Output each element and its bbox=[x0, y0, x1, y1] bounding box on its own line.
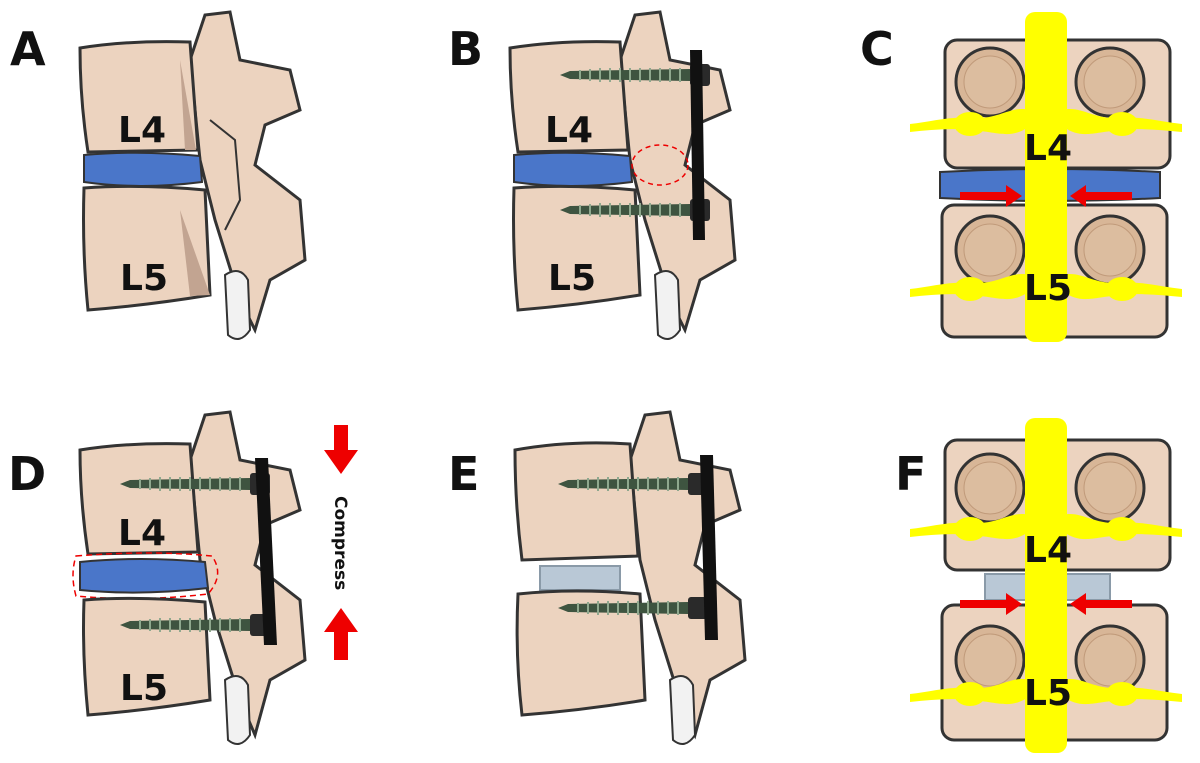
posterior-elements bbox=[618, 10, 737, 335]
panel-letter-b: B bbox=[448, 22, 483, 76]
label-l5-f: L5 bbox=[1024, 673, 1072, 714]
posterior-elements bbox=[188, 410, 307, 740]
l4-body bbox=[78, 442, 200, 556]
panel-e: E bbox=[448, 410, 747, 745]
intervertebral-disc bbox=[513, 151, 634, 187]
l5-body bbox=[512, 184, 642, 312]
posterior-elements bbox=[188, 10, 307, 335]
interbody-cage bbox=[539, 565, 621, 591]
rod bbox=[690, 50, 705, 240]
facet-highlight bbox=[631, 144, 689, 186]
panel-b: B L4 L5 bbox=[448, 10, 737, 340]
panel-d: Compress D L4 L5 bbox=[8, 410, 358, 745]
label-l5-b: L5 bbox=[548, 258, 596, 299]
compress-arrow-top bbox=[324, 425, 358, 474]
pedicle bbox=[954, 214, 1026, 286]
label-l5-a: L5 bbox=[120, 258, 168, 299]
label-l4-a: L4 bbox=[118, 110, 166, 151]
l5-body bbox=[82, 184, 212, 312]
panel-a: A L4 L5 bbox=[10, 10, 307, 340]
nerve-root bbox=[910, 678, 1030, 706]
label-l4-f: L4 bbox=[1024, 530, 1072, 571]
label-l4-c: L4 bbox=[1024, 128, 1072, 169]
rod bbox=[255, 458, 277, 645]
panel-letter-f: F bbox=[895, 447, 926, 501]
panel-f: F L4 L5 bbox=[895, 418, 1182, 753]
l4-body bbox=[513, 441, 640, 562]
intervertebral-disc bbox=[79, 558, 210, 594]
panel-c: C L4 L5 bbox=[860, 12, 1182, 342]
pedicle bbox=[1074, 214, 1146, 286]
pedicle bbox=[954, 452, 1026, 524]
l4-body bbox=[78, 40, 200, 154]
panel-letter-e: E bbox=[448, 447, 479, 501]
nerve-root bbox=[910, 108, 1030, 136]
label-l5-c: L5 bbox=[1024, 268, 1072, 309]
label-l5-d: L5 bbox=[120, 668, 168, 709]
dural-sac bbox=[1025, 418, 1067, 753]
rod bbox=[700, 455, 718, 640]
l4-body bbox=[508, 40, 630, 154]
pedicle bbox=[954, 46, 1026, 118]
l5-body bbox=[515, 589, 647, 717]
pedicle bbox=[1074, 46, 1146, 118]
nerve-root bbox=[910, 273, 1030, 301]
compress-label: Compress bbox=[330, 496, 350, 590]
pedicle bbox=[1074, 452, 1146, 524]
intervertebral-disc bbox=[83, 151, 204, 187]
nerve-root bbox=[910, 513, 1030, 541]
label-l4-d: L4 bbox=[118, 513, 166, 554]
panel-letter-d: D bbox=[8, 447, 46, 501]
label-l4-b: L4 bbox=[545, 110, 593, 151]
posterior-elements bbox=[628, 410, 747, 740]
panel-letter-a: A bbox=[10, 22, 46, 76]
compress-arrow-bottom bbox=[324, 608, 358, 660]
panel-letter-c: C bbox=[860, 22, 894, 76]
dural-sac bbox=[1025, 12, 1067, 342]
disc-highlight bbox=[72, 552, 219, 600]
